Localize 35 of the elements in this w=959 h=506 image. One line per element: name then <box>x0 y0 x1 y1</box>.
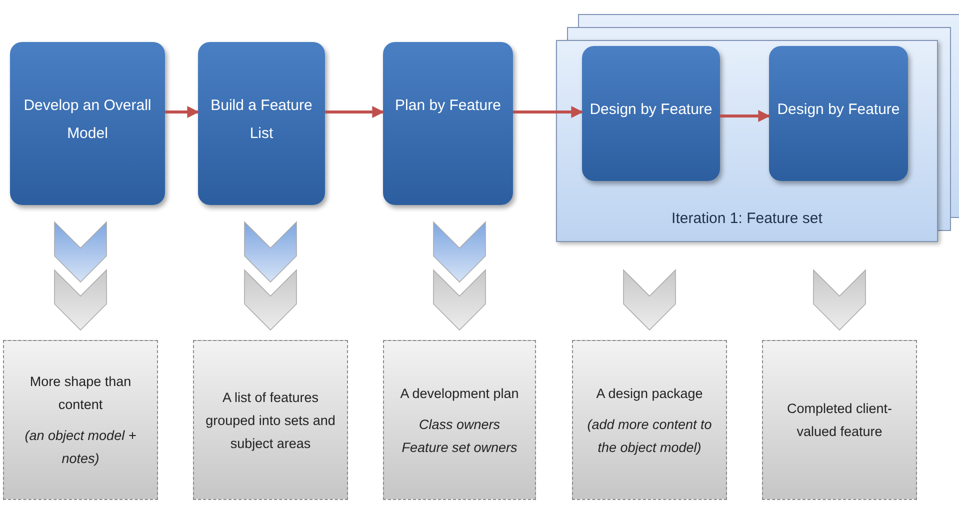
note-text: (add more content to the object model) <box>586 416 713 457</box>
chevron-arrow <box>623 269 676 331</box>
note-text: Class owners <box>418 416 500 434</box>
output-text: Completed client-valued feature <box>786 400 894 441</box>
process-box <box>769 46 908 181</box>
step-label: Design by Feature <box>777 100 900 120</box>
note-text: (an object model + notes) <box>24 427 138 468</box>
arrow <box>513 106 584 118</box>
step-label: Develop an Overall Model <box>22 96 152 144</box>
output-box <box>3 340 158 500</box>
chevron-arrow <box>813 269 866 331</box>
step-label: Build a Feature List <box>210 96 314 144</box>
output-box <box>193 340 348 500</box>
note-text: Feature set owners <box>402 438 518 456</box>
output-text: A list of features grouped into sets and subject areas <box>204 388 336 453</box>
arrow <box>325 106 384 118</box>
chevron-arrow <box>54 221 107 331</box>
arrow <box>720 110 770 122</box>
iteration-panel <box>556 40 938 242</box>
panel-label: Iteration 1: Feature set <box>672 210 822 227</box>
process-box <box>198 42 325 205</box>
arrow <box>165 106 200 118</box>
chevron-arrow <box>433 221 486 331</box>
process-box <box>10 42 165 205</box>
process-box <box>582 46 720 181</box>
chevron-arrow <box>244 221 297 331</box>
output-box <box>383 340 536 500</box>
output-box <box>762 340 917 500</box>
output-text: More shape than content <box>28 373 132 414</box>
process-box <box>383 42 513 205</box>
step-label: Design by Feature <box>590 100 712 120</box>
output-box <box>572 340 727 500</box>
output-text: A development plan <box>400 384 519 403</box>
output-text: A design package <box>596 384 703 403</box>
step-label: Plan by Feature <box>395 96 501 116</box>
